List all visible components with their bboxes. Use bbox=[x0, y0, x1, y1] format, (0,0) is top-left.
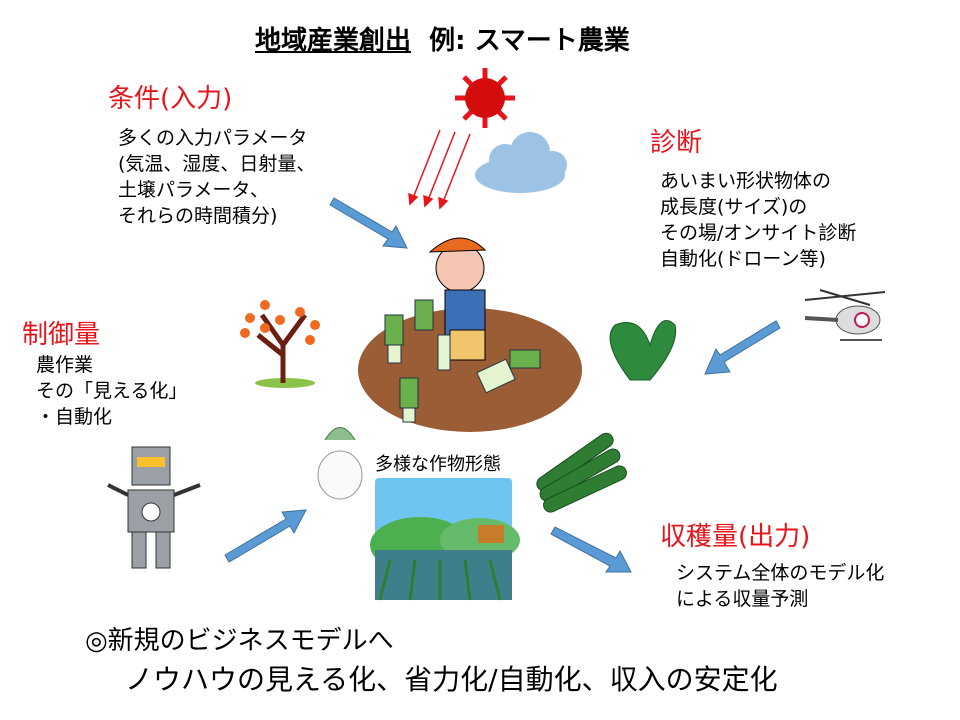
robot-icon bbox=[107, 446, 201, 569]
input-line: 土壌パラメータ、 bbox=[118, 179, 269, 201]
diagnosis-line: その場/オンサイト診断 bbox=[660, 222, 857, 244]
control-line: ・自動化 bbox=[36, 406, 113, 428]
arrow-diagnosis-icon bbox=[704, 320, 781, 375]
footer-line1: ◎新規のビジネスモデルへ bbox=[85, 626, 394, 656]
title-underlined: 地域産業創出 bbox=[255, 26, 412, 56]
flow-arrows bbox=[224, 197, 781, 573]
arrow-control-icon bbox=[224, 509, 307, 563]
arrow-output-icon bbox=[550, 526, 632, 573]
farmer-field-icon bbox=[358, 237, 582, 432]
input-line: それらの時間積分) bbox=[118, 205, 278, 227]
control-heading: 制御量 bbox=[22, 320, 101, 350]
arrow-input-icon bbox=[329, 197, 408, 249]
cucumbers-icon bbox=[536, 432, 627, 513]
output-heading: 収穫量(出力) bbox=[660, 522, 811, 552]
title-rest: 例: スマート農業 bbox=[429, 26, 630, 56]
crops-label: 多様な作物形態 bbox=[375, 454, 501, 475]
footer-line2: ノウハウの見える化、省力化/自動化、収入の安定化 bbox=[125, 663, 778, 696]
diagnosis-body: あいまい形状物体の 成長度(サイズ)の その場/オンサイト診断 自動化(ドローン… bbox=[660, 168, 856, 272]
input-body: 多くの入力パラメータ (気温、湿度、日射量、 土壌パラメータ、 それらの時間積分… bbox=[118, 125, 315, 229]
slide-title: 地域産業創出 例: スマート農業 bbox=[255, 20, 630, 57]
output-line: による収量予測 bbox=[676, 588, 809, 610]
input-line: 多くの入力パラメータ bbox=[118, 127, 308, 149]
helicopter-icon bbox=[804, 289, 886, 341]
input-line: (気温、湿度、日射量、 bbox=[118, 153, 316, 175]
sunlight-arrows-icon bbox=[408, 129, 471, 210]
input-heading: 条件(入力) bbox=[108, 84, 233, 114]
control-line: その「見える化」 bbox=[36, 380, 188, 402]
control-body: 農作業 その「見える化」 ・自動化 bbox=[36, 352, 187, 430]
diagnosis-line: 自動化(ドローン等) bbox=[660, 248, 826, 270]
output-body: システム全体のモデル化 による収量予測 bbox=[676, 560, 884, 612]
control-line: 農作業 bbox=[36, 354, 94, 376]
persimmon-tree-icon bbox=[240, 300, 320, 388]
bok-choy-icon bbox=[609, 320, 677, 381]
sun-icon bbox=[455, 68, 515, 128]
diagnosis-heading: 診断 bbox=[650, 128, 703, 158]
output-line: システム全体のモデル化 bbox=[676, 562, 885, 584]
diagnosis-line: あいまい形状物体の bbox=[660, 170, 832, 192]
countryside-landscape-icon bbox=[370, 478, 520, 601]
cloud-icon bbox=[475, 132, 567, 193]
diagnosis-line: 成長度(サイズ)の bbox=[660, 196, 808, 218]
turnip-icon bbox=[317, 427, 363, 500]
